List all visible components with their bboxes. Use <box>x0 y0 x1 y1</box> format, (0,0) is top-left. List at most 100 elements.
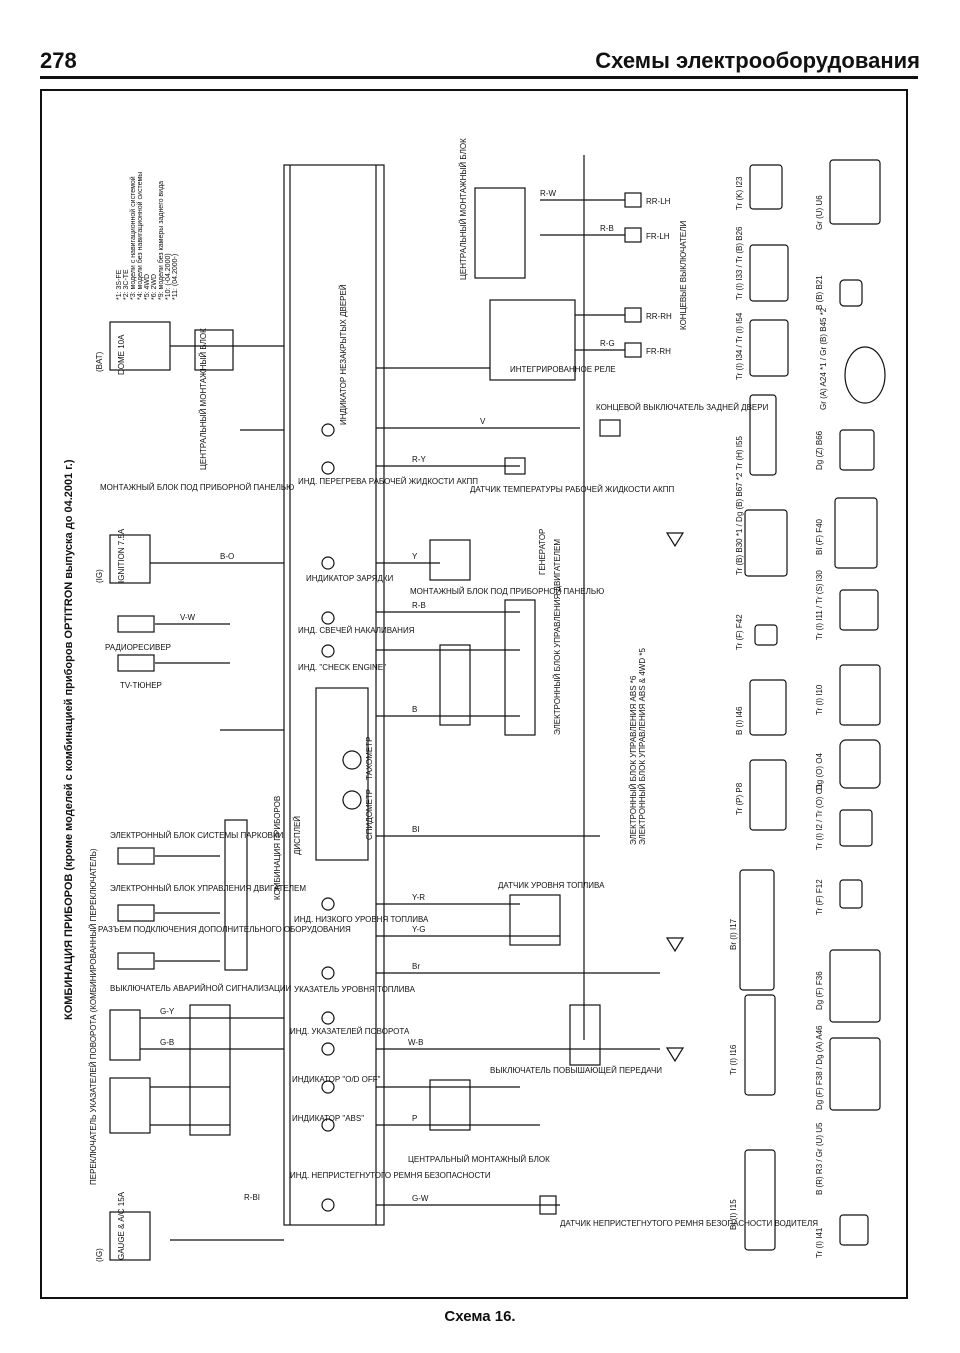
component-label: TV-ТЮНЕР <box>120 681 162 690</box>
indicator-label: ИНД. НЕПРИСТЕГНУТОГО РЕМНЯ БЕЗОПАСНОСТИ <box>290 1171 491 1180</box>
note: *5: 4WD <box>144 274 151 300</box>
component-label: ГЕНЕРАТОР <box>538 529 547 575</box>
indicator-label: УКАЗАТЕЛЬ УРОВНЯ ТОПЛИВА <box>294 985 416 994</box>
component-label: МОНТАЖНЫЙ БЛОК ПОД ПРИБОРНОЙ ПАНЕЛЬЮ <box>100 483 294 492</box>
tachometer-label: ТАХОМЕТР <box>365 737 374 780</box>
component-label: ЭЛЕКТРОННЫЙ БЛОК УПРАВЛЕНИЯ ABS *6 <box>629 675 638 845</box>
gauge-fuse-box <box>109 1211 151 1261</box>
central-jb-right-3 <box>429 1079 471 1131</box>
note: *9: модели без камеры заднего вида <box>157 181 165 300</box>
central-jb-right <box>474 187 526 279</box>
indicator-label: ИНД. УКАЗАТЕЛЕЙ ПОВОРОТА <box>290 1027 410 1036</box>
component-label: ЭЛЕКТРОННЫЙ БЛОК УПРАВЛЕНИЯ ABS & 4WD *5 <box>638 648 647 845</box>
ignition-fuse-box <box>109 534 151 584</box>
wire-color: Y <box>412 552 418 561</box>
door-switches <box>540 192 642 358</box>
component-label: ЭЛЕКТРОННЫЙ БЛОК УПРАВЛЕНИЯ ДВИГАТЕЛЕМ <box>553 539 562 735</box>
connector-label: Br (I) I17 <box>729 918 738 950</box>
alternator-block <box>429 539 471 581</box>
fuse-box-label: (IG) <box>95 569 104 583</box>
display-label: ДИСПЛЕЙ <box>293 816 302 855</box>
tachometer-gauge <box>342 750 362 770</box>
wire-color: Br <box>412 962 420 971</box>
connector-label: Gr (U) U6 <box>815 195 824 230</box>
jc6-block <box>439 644 471 726</box>
fuse-box-label: (BAT) <box>95 351 104 372</box>
speedometer-gauge <box>342 790 362 810</box>
indicator-label: ИНД. ПЕРЕГРЕВА РАБОЧЕЙ ЖИДКОСТИ АКПП <box>298 477 478 486</box>
speedometer-label: СПИДОМЕТР <box>365 789 374 840</box>
indicator-label: ИНДИКАТОР "O/D OFF" <box>292 1075 381 1084</box>
combination-meter-box <box>283 164 385 1226</box>
wire-color: R-B <box>600 224 614 233</box>
connector-label: B (B) B21 <box>815 275 824 310</box>
header-rule <box>40 76 918 79</box>
ground-symbols <box>665 532 685 1063</box>
wire-color: BI <box>412 825 420 834</box>
connector-label: BI (F) F40 <box>815 518 824 555</box>
right-wires <box>376 367 660 1206</box>
connector-label: Dg (O) O4 <box>815 753 824 790</box>
component-label: МОНТАЖНЫЙ БЛОК ПОД ПРИБОРНОЙ ПАНЕЛЬЮ <box>410 587 604 596</box>
component-label: ЦЕНТРАЛЬНЫЙ МОНТАЖНЫЙ БЛОК <box>408 1155 550 1164</box>
note: *3: модели с навигационной системой <box>129 176 137 300</box>
door-switch-label: FR-LH <box>646 232 670 241</box>
wire-color: G-B <box>160 1038 174 1047</box>
door-switch-label: RR-LH <box>646 197 671 206</box>
fuse-label: DOME 10A <box>117 334 126 375</box>
component-label: ИНТЕГРИРОВАННОЕ РЕЛЕ <box>510 365 616 374</box>
seatbelt-sensor <box>539 1195 557 1215</box>
indicator-label: ИНД. НИЗКОГО УРОВНЯ ТОПЛИВА <box>294 915 429 924</box>
connector-label: Tr (H) I55 <box>735 436 744 470</box>
indicator-label: ИНДИКАТОР ЗАРЯДКИ <box>306 574 394 583</box>
connector-label: BI (I) I15 <box>729 1199 738 1230</box>
wire-color: R-W <box>540 189 556 198</box>
wire-color: W-B <box>408 1038 423 1047</box>
page-title: Схемы электрооборудования <box>595 48 920 73</box>
wire-color: B-O <box>220 552 234 561</box>
connector-label: B (I) I46 <box>735 706 744 735</box>
door-switch-label: FR-RH <box>646 347 671 356</box>
tail-door-switch <box>599 419 621 437</box>
wire-color: G-W <box>412 1194 429 1203</box>
atf-temp-sensor <box>504 457 526 475</box>
wire-color: P <box>412 1114 417 1123</box>
wire-color: V-W <box>180 613 196 622</box>
notes: *1: 3S-FE *2: 3C-TE *3: модели с навигац… <box>116 172 179 300</box>
integrated-relay <box>489 299 576 381</box>
component-label: ЦЕНТРАЛЬНЫЙ МОНТАЖНЫЙ БЛОК <box>199 328 208 470</box>
indicator-label: ИНД. "CHECK ENGINE" <box>298 663 386 672</box>
note: *10: (-04.2000) <box>165 253 172 300</box>
component-label: ДАТЧИК ТЕМПЕРАТУРЫ РАБОЧЕЙ ЖИДКОСТИ АКПП <box>470 485 675 494</box>
connector-label: Tr (K) I23 <box>735 176 744 210</box>
connector-label: Tr (I) I16 <box>729 1044 738 1075</box>
component-label: ЭЛЕКТРОННЫЙ БЛОК СИСТЕМЫ ПАРКОВКИ <box>110 831 284 840</box>
dome-fuse-box <box>109 321 171 371</box>
diagram-title: КОМБИНАЦИЯ ПРИБОРОВ (кроме моделей с ком… <box>63 459 75 1020</box>
spd-tv <box>117 654 155 672</box>
connector-label: B (R) R3 / Gr (U) U5 <box>815 1122 824 1195</box>
note: *4: модели без навигационной системы <box>136 172 144 300</box>
component-label: КОНЦЕВЫЕ ВЫКЛЮЧАТЕЛИ <box>679 221 688 330</box>
wire-color: R-G <box>600 339 615 348</box>
wire-color: V <box>480 417 486 426</box>
figure-caption: Схема 16. <box>444 1308 516 1325</box>
note: *11: (04.2000-) <box>172 254 179 300</box>
connector-label: Tr (I) I10 <box>815 684 824 715</box>
component-label: ДАТЧИК УРОВНЯ ТОПЛИВА <box>498 881 605 890</box>
wire-color: Y-G <box>412 925 426 934</box>
component-label: ПЕРЕКЛЮЧАТЕЛЬ УКАЗАТЕЛЕЙ ПОВОРОТА (КОМБИ… <box>89 848 98 1185</box>
combination-meter-label: КОМБИНАЦИЯ ПРИБОРОВ <box>273 796 282 900</box>
component-label: РАЗЪЕМ ПОДКЛЮЧЕНИЯ ДОПОЛНИТЕЛЬНОГО ОБОРУ… <box>98 925 351 934</box>
component-label: ВЫКЛЮЧАТЕЛЬ АВАРИЙНОЙ СИГНАЛИЗАЦИИ <box>110 984 292 993</box>
engine-ecu <box>504 599 536 736</box>
spd-option <box>117 952 155 970</box>
component-label: ДАТЧИК НЕПРИСТЕГНУТОГО РЕМНЯ БЕЗОПАСНОСТ… <box>560 1219 818 1228</box>
wire-color: R-BI <box>244 1193 260 1202</box>
note: *1: 3S-FE <box>116 269 123 300</box>
connector-label: Tr (I) I11 / Tr (S) I30 <box>815 570 824 640</box>
note: *2: 3C-TE <box>123 269 130 300</box>
central-jb-right-2 <box>569 1004 601 1066</box>
wire-color: G-Y <box>160 1007 175 1016</box>
